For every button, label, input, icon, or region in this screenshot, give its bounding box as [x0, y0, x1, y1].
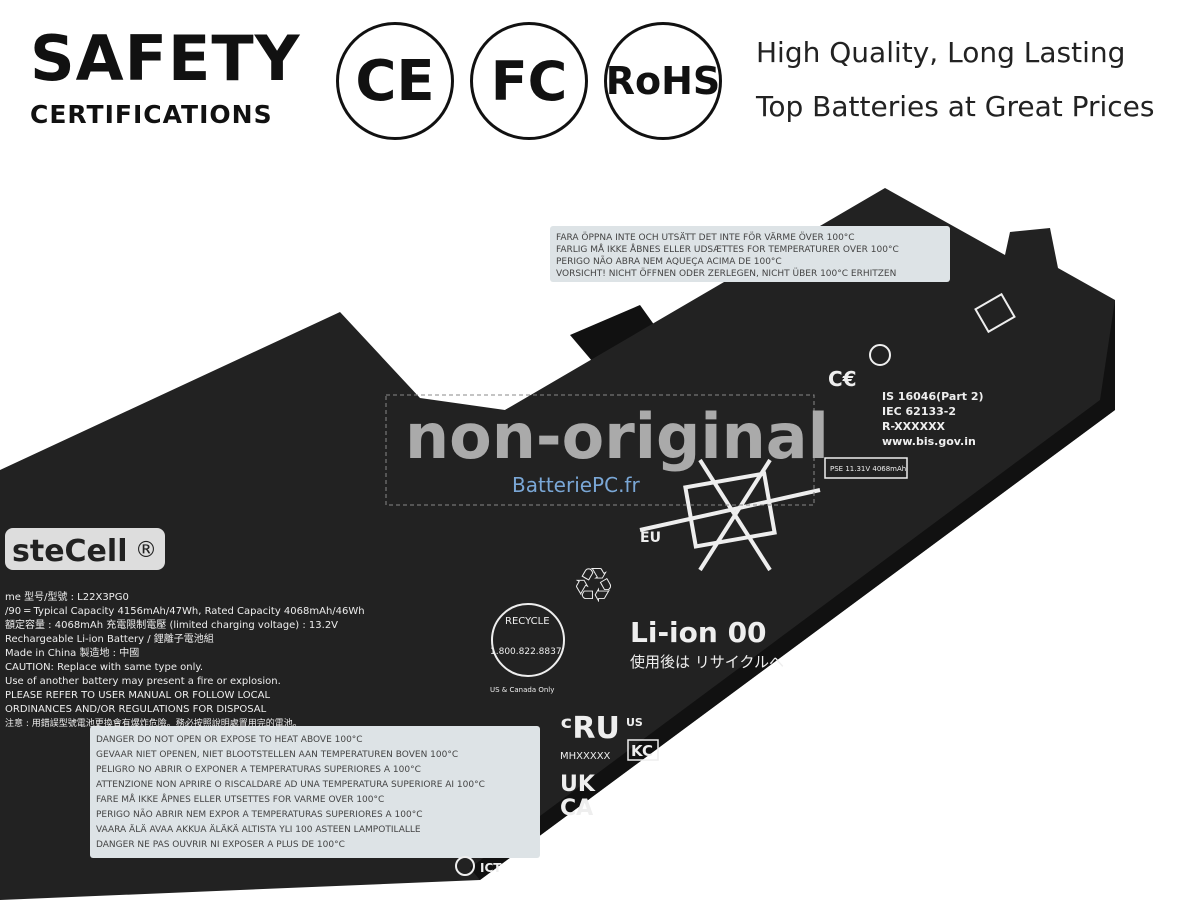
recycle-icon: ♲: [572, 558, 615, 614]
spec-line: /90 ═ Typical Capacity 4156mAh/47Wh, Rat…: [5, 606, 365, 617]
warning-line: VORSICHT! NICHT ÖFFNEN ODER ZERLEGEN, NI…: [556, 268, 896, 279]
ul-us: US: [626, 716, 643, 729]
spec-line: 額定容量 : 4068mAh 充電限制電壓 (limited charging …: [5, 618, 338, 631]
upper-warning-label: [550, 226, 950, 282]
recycle-phone: 1.800.822.8837: [490, 647, 562, 657]
eu-label: EU: [640, 530, 661, 546]
pse-label: PSE 11.31V 4068mAh: [830, 465, 906, 473]
registered-mark: ®: [135, 538, 157, 563]
bis-url: www.bis.gov.in: [882, 435, 976, 448]
certifications-subtitle: CERTIFICATIONS: [30, 100, 273, 129]
spec-line: PLEASE REFER TO USER MANUAL OR FOLLOW LO…: [5, 690, 270, 701]
spec-line: Rechargeable Li-ion Battery / 鋰離子電池組: [5, 632, 214, 645]
liion-label: Li-ion 00: [630, 616, 767, 649]
ict-icon: [455, 856, 475, 876]
warning-line: DANGER DO NOT OPEN OR EXPOSE TO HEAT ABO…: [96, 735, 363, 745]
rohs-badge: RoHS: [604, 22, 722, 140]
warning-line: PERIGO NÃO ABRA NEM AQUEÇA ACIMA DE 100°…: [556, 256, 782, 267]
brand-name: steCell: [12, 534, 127, 569]
safety-title: SAFETY: [30, 22, 301, 95]
bis-standard: IS 16046(Part 2): [882, 390, 984, 403]
connector-plug: [570, 305, 665, 368]
ul-mark: ᶜRU: [560, 711, 620, 746]
warning-line: FARE MÅ IKKE ÅPNES ELLER UTSETTES FOR VA…: [96, 793, 384, 805]
spec-line: Use of another battery may present a fir…: [5, 676, 281, 687]
recycle-label: RECYCLE: [505, 616, 550, 627]
ukca-ca: CA: [560, 796, 593, 821]
watermark-frame: [385, 394, 815, 506]
bis-block: IS 16046(Part 2) IEC 62133-2 R-XXXXXX ww…: [882, 390, 984, 448]
bis-iec: IEC 62133-2: [882, 405, 956, 418]
recycle-note: US & Canada Only: [490, 686, 554, 694]
spec-line: me 型号/型號 : L22X3PG0: [5, 590, 129, 603]
ict-label: ICT: [480, 861, 502, 875]
warning-line: FARA ÖPPNA INTE OCH UTSÄTT DET INTE FÖR …: [556, 232, 855, 243]
warning-line: PELIGRO NO ABRIR O EXPONER A TEMPERATURA…: [96, 765, 421, 775]
liion-jp-label: 使用後は リサイクルへ: [630, 653, 784, 671]
crossed-bin-icon: [639, 458, 821, 572]
ul-code: MHXXXXX: [560, 751, 611, 762]
warning-line: GEVAAR NIET OPENEN, NIET BLOOTSTELLEN AA…: [96, 750, 458, 760]
warning-line: VAARA ÄLÄ AVAA AKKUA ÄLÄKÄ ALTISTA YLI 1…: [96, 824, 421, 835]
warning-line: PERIGO NÃO ABRIR NEM EXPOR A TEMPERATURA…: [96, 809, 423, 820]
pse-box: [824, 457, 908, 479]
warning-line: FARLIG MÅ IKKE ÅBNES ELLER UDSÆTTES FOR …: [556, 243, 899, 255]
brand-badge: [5, 528, 165, 570]
kc-box: [627, 739, 659, 761]
spec-line: ORDINANCES AND/OR REGULATIONS FOR DISPOS…: [5, 704, 267, 715]
warning-label: [90, 726, 540, 858]
warning-text: DANGER DO NOT OPEN OR EXPOSE TO HEAT ABO…: [96, 232, 899, 850]
spec-text: me 型号/型號 : L22X3PG0 /90 ═ Typical Capaci…: [5, 590, 365, 729]
spec-line: 注意 : 用錯誤型號電池更換會有爆炸危險。務必按照說明處置用完的電池。: [5, 717, 302, 729]
spec-line: Made in China 製造地 : 中國: [5, 646, 139, 659]
ukca-uk: UK: [560, 772, 596, 797]
china-mark-icon: [974, 292, 1016, 334]
spec-line: CAUTION: Replace with same type only.: [5, 662, 203, 673]
ce-badge: CE: [336, 22, 454, 140]
ref-mark-icon: [869, 344, 891, 366]
watermark-text: non-original: [405, 400, 829, 473]
recycle-seal: RECYCLE 1.800.822.8837 US & Canada Only: [490, 603, 565, 694]
warning-line: DANGER NE PAS OUVRIR NI EXPOSER A PLUS D…: [96, 840, 345, 850]
watermark-site: BatteriePC.fr: [512, 473, 640, 497]
battery-body: [0, 188, 1115, 900]
ce-mark: C€: [828, 367, 857, 391]
tagline-quality: High Quality, Long Lasting: [756, 36, 1126, 69]
kc-mark: KC: [631, 742, 653, 760]
warning-line: ATTENZIONE NON APRIRE O RISCALDARE AD UN…: [96, 780, 485, 790]
bis-reg: R-XXXXXX: [882, 420, 946, 433]
fcc-badge: FC: [470, 22, 588, 140]
tagline-prices: Top Batteries at Great Prices: [756, 90, 1155, 123]
